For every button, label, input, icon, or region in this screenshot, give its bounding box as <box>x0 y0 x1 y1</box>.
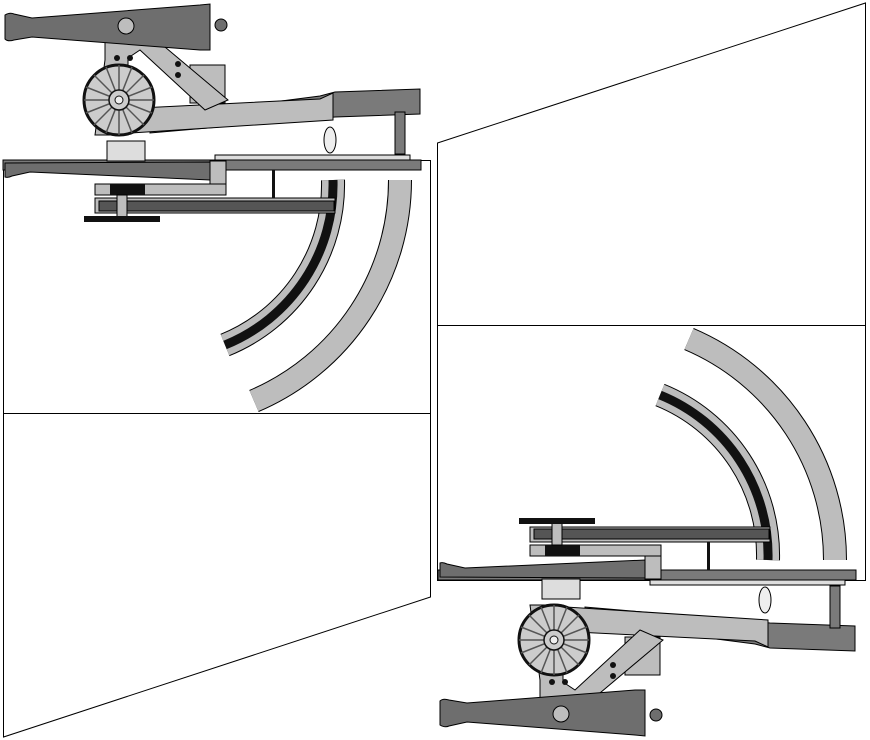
left-panel <box>3 160 431 738</box>
right-panel <box>437 2 866 581</box>
cannon-assembly-left <box>3 4 421 401</box>
cannon-assembly-right-mirrored <box>438 339 856 736</box>
